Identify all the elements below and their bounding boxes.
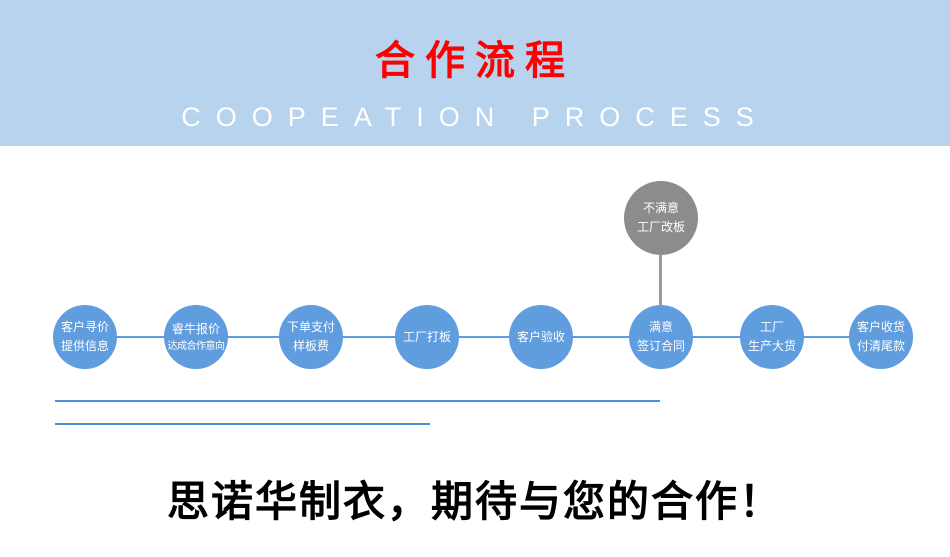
flow-step-label: 达成合作意向 [167,340,226,352]
flow-step-label: 下单支付 [286,320,335,335]
flow-step-7: 工厂 生产大货 [740,305,804,369]
decorative-underline-long [55,400,660,402]
flow-step-4: 工厂打板 [395,305,459,369]
flow-step-label: 付清尾款 [856,339,905,353]
footer-slogan: 思诺华制衣，期待与您的合作！ [166,478,783,525]
flow-branch-label: 不满意 [642,200,679,215]
flow-step-2: 睿牛报价 达成合作意向 [164,305,228,369]
flow-step-5: 客户验收 [509,305,573,369]
page-subtitle: COOPEATION PROCESS [181,102,769,132]
flow-step-label: 满意 [648,320,673,335]
flow-step-label: 客户寻价 [60,320,109,335]
flow-step-label: 样板费 [292,339,329,353]
flow-step-8: 客户收货 付清尾款 [849,305,913,369]
flow-step-label: 客户验收 [516,329,565,344]
banner: 合作流程 COOPEATION PROCESS [0,0,950,146]
flow-step-label: 生产大货 [747,339,796,353]
page-title: 合作流程 [375,39,575,83]
flow-step-label: 签订合同 [636,339,685,353]
flow-step-label: 提供信息 [60,339,109,353]
flow-step-label: 睿牛报价 [171,321,220,336]
branch-connector-line [659,255,662,307]
flow-step-3: 下单支付 样板费 [279,305,343,369]
flow-step-label: 工厂 [759,320,784,335]
flow-step-1: 客户寻价 提供信息 [53,305,117,369]
decorative-underline-short [55,423,430,425]
flow-connector-line [55,336,913,338]
flow-step-6: 满意 签订合同 [629,305,693,369]
flow-step-label: 工厂打板 [402,329,451,344]
flow-branch-label: 工厂改板 [636,220,685,234]
flow-step-label: 客户收货 [856,320,905,335]
flow-branch-node-dissatisfied: 不满意 工厂改板 [624,181,698,255]
